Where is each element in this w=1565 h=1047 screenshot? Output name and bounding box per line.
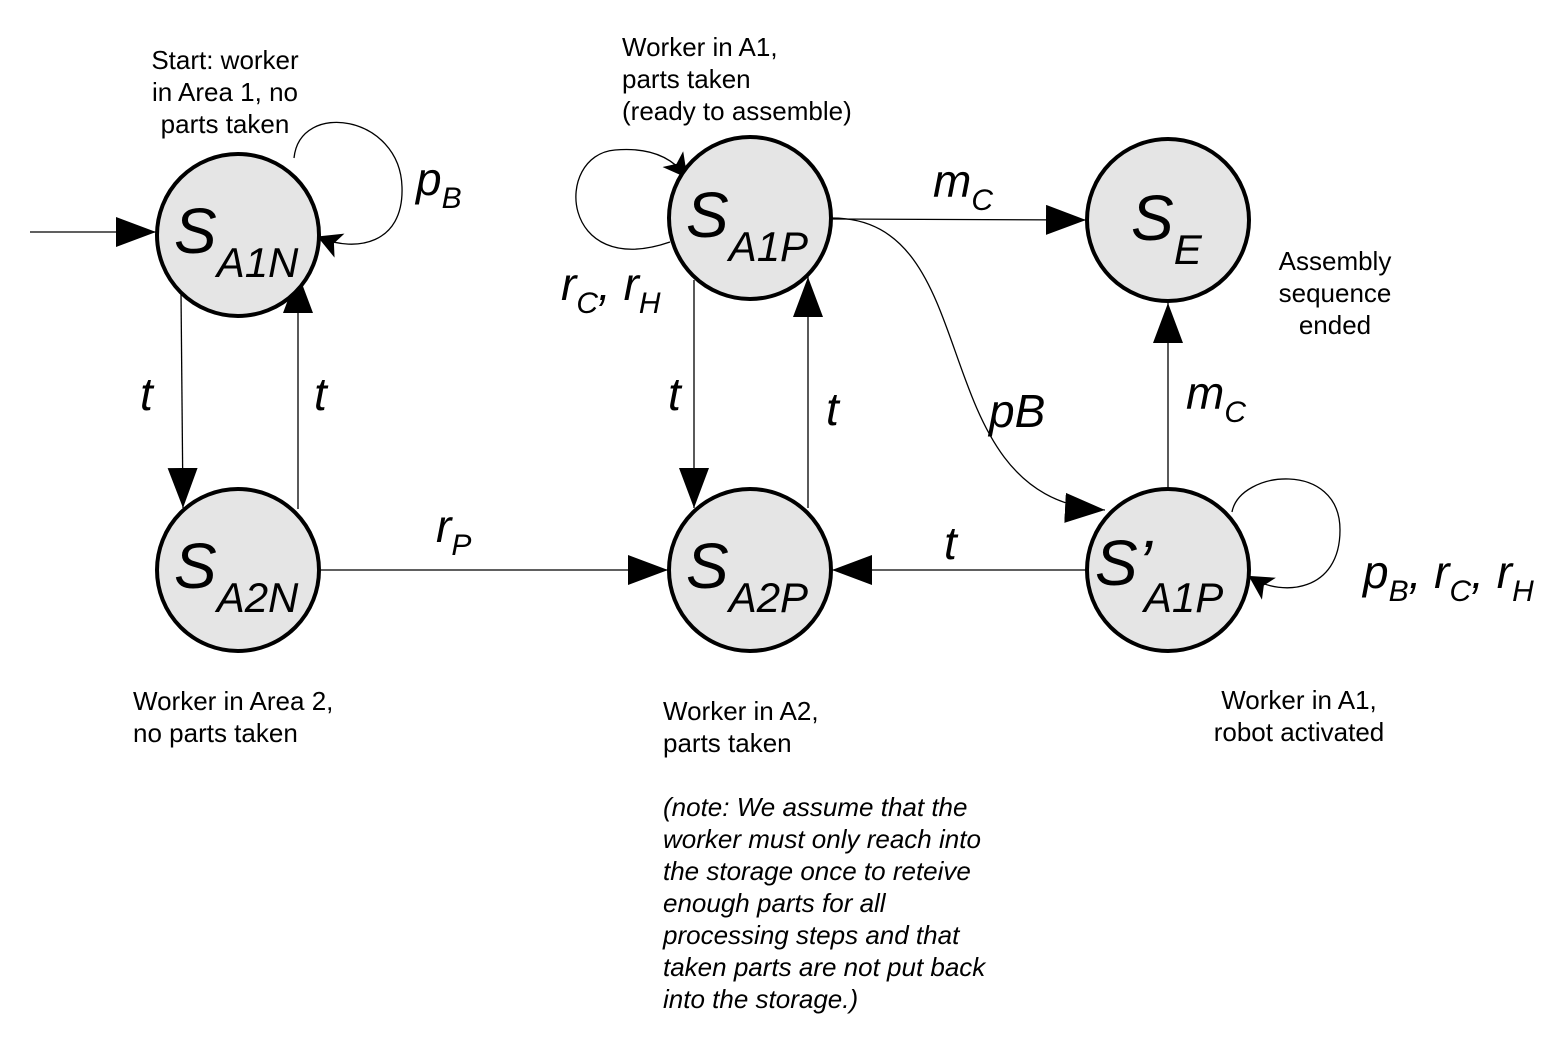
label-a1p-to-a2p: t xyxy=(668,368,683,420)
caption-s-a1n: Start: worker in Area 1, no parts taken xyxy=(151,45,299,139)
state-s-a2p: SA2P xyxy=(667,487,833,653)
svg-text:SA1P: SA1P xyxy=(686,179,808,270)
label-a1p-self: rC, rH xyxy=(561,258,661,320)
edge-a1p-to-e xyxy=(831,204,1087,235)
label-a2n-to-a2p: rP xyxy=(436,500,471,562)
edge-a1n-to-a2n xyxy=(167,291,198,509)
caption-s-prime-a1p: Worker in A1, robot activated xyxy=(1213,685,1385,747)
svg-text:SE: SE xyxy=(1131,182,1203,273)
label-prime-self: pB, rC, rH xyxy=(1361,546,1534,608)
svg-text:S’A1P: S’A1P xyxy=(1095,527,1223,621)
self-loop-a1n xyxy=(293,121,403,258)
state-s-prime-a1p: S’A1P xyxy=(1085,487,1251,653)
label-a1p-to-e: mC xyxy=(933,155,993,217)
state-s-a1p: SA1P xyxy=(667,135,833,301)
state-s-a2n: SA2N xyxy=(155,487,321,653)
label-prime-to-e: mC xyxy=(1186,367,1246,429)
caption-s-a1p: Worker in A1, parts taken (ready to asse… xyxy=(622,32,852,126)
self-loop-a1p xyxy=(575,148,688,250)
label-a1n-self: pB xyxy=(414,153,462,215)
label-a2n-to-a1n: t xyxy=(314,368,329,420)
label-a1p-to-prime: pB xyxy=(987,385,1045,437)
label-a1n-to-a2n: t xyxy=(140,368,155,420)
state-s-e: SE xyxy=(1085,137,1251,303)
self-loop-prime xyxy=(1231,478,1341,600)
caption-s-e: Assembly sequence ended xyxy=(1278,246,1392,340)
edge-a1p-to-prime xyxy=(831,217,1106,523)
svg-text:SA1N: SA1N xyxy=(174,195,299,286)
caption-s-a2n: Worker in Area 2, no parts taken xyxy=(133,686,334,748)
label-a2p-to-a1p: t xyxy=(826,383,841,435)
svg-text:SA2N: SA2N xyxy=(174,530,299,621)
state-s-a1n: SA1N xyxy=(155,152,321,318)
label-prime-to-a2p: t xyxy=(944,517,959,569)
svg-text:SA2P: SA2P xyxy=(686,530,808,621)
caption-note: (note: We assume that the worker must on… xyxy=(663,792,986,1014)
caption-s-a2p: Worker in A2, parts taken xyxy=(663,696,819,758)
